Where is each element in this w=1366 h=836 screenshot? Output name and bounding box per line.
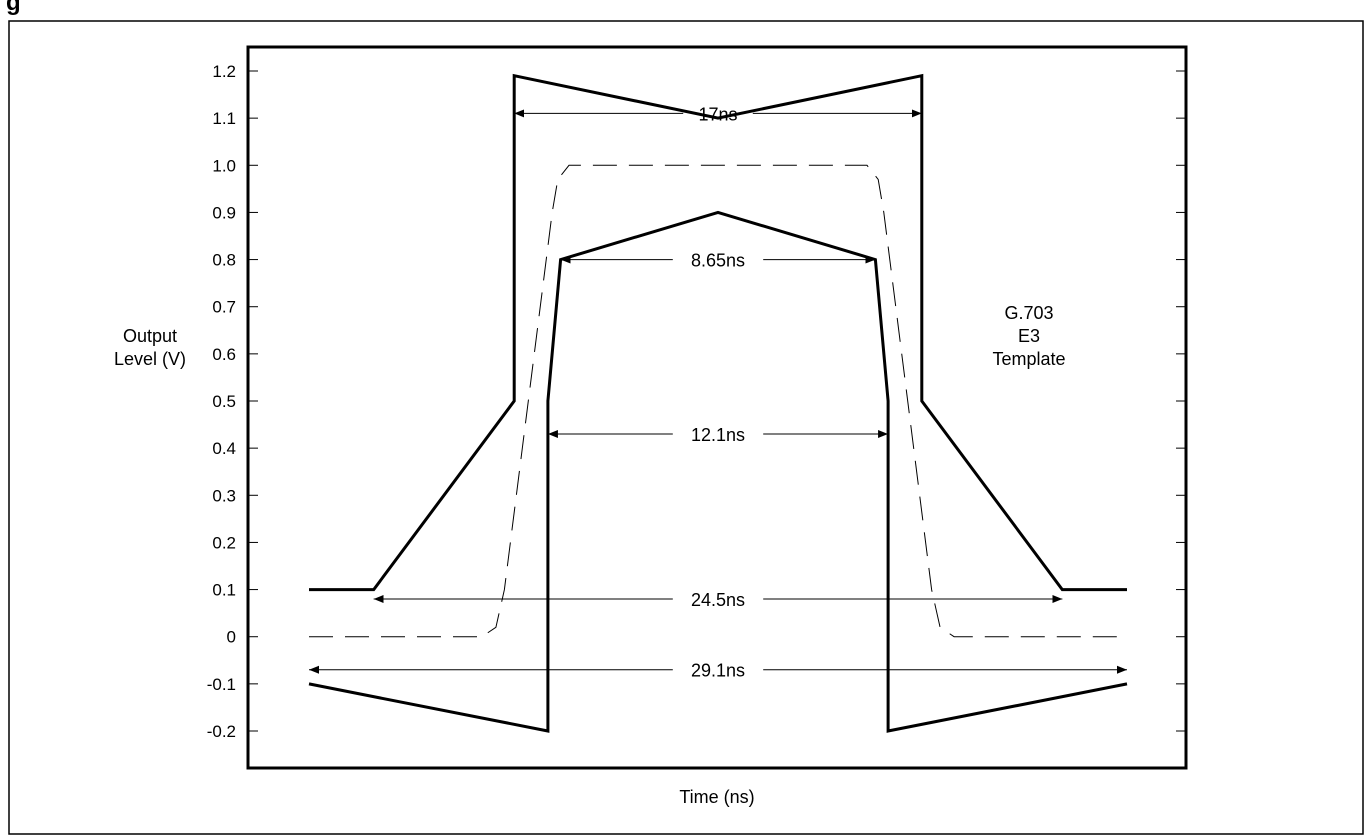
y-tick-label: 0.9 (212, 203, 236, 222)
outer-border (8, 20, 1364, 835)
dimension-label: 29.1ns (691, 661, 745, 681)
y-tick-label: -0.2 (207, 722, 236, 741)
y-tick-label: 0 (227, 628, 236, 647)
annotation-line-3: Template (992, 349, 1065, 369)
y-tick-label: 0.2 (212, 533, 236, 552)
dimension-group: 17ns 8.65ns 12.1ns 24.5ns 29.1ns (309, 104, 1127, 681)
y-tick-label: -0.1 (207, 675, 236, 694)
plot-area (246, 45, 1188, 770)
y-tick-label: 1.1 (212, 109, 236, 128)
y-tick-label: 0.8 (212, 251, 236, 270)
mask-line (309, 73, 1127, 592)
tick-marks (248, 70, 1186, 732)
dimension-label: 24.5ns (691, 590, 745, 610)
y-axis-label-line-2: Level (V) (114, 349, 186, 369)
annotation-line-2: E3 (1018, 326, 1040, 346)
y-tick-label: 0.5 (212, 392, 236, 411)
nominal-pulse-line (309, 164, 1127, 638)
dimension-label: 8.65ns (691, 251, 745, 271)
annotation-line-1: G.703 (1004, 303, 1053, 323)
x-axis-label: Time (ns) (679, 787, 754, 807)
y-tick-labels: 1.2 1.1 1.0 0.9 0.8 0.7 0.6 0.5 0.4 0.3 0.2 0.1 0 -0.… (207, 62, 236, 741)
y-tick-label: 0.1 (212, 581, 236, 600)
y-tick-label: 0.7 (212, 298, 236, 317)
y-tick-label: 0.6 (212, 345, 236, 364)
dimension-label: 17ns (698, 104, 737, 124)
y-tick-label: 0.3 (212, 486, 236, 505)
dimension-label: 12.1ns (691, 425, 745, 445)
y-tick-label: 1.2 (212, 62, 236, 81)
mask-line (308, 210, 1128, 733)
y-tick-label: 0.4 (212, 439, 236, 458)
series-group (308, 73, 1128, 733)
y-axis-label-line-1: Output (123, 326, 177, 346)
header-text: g (6, 0, 21, 16)
y-tick-label: 1.0 (212, 156, 236, 175)
